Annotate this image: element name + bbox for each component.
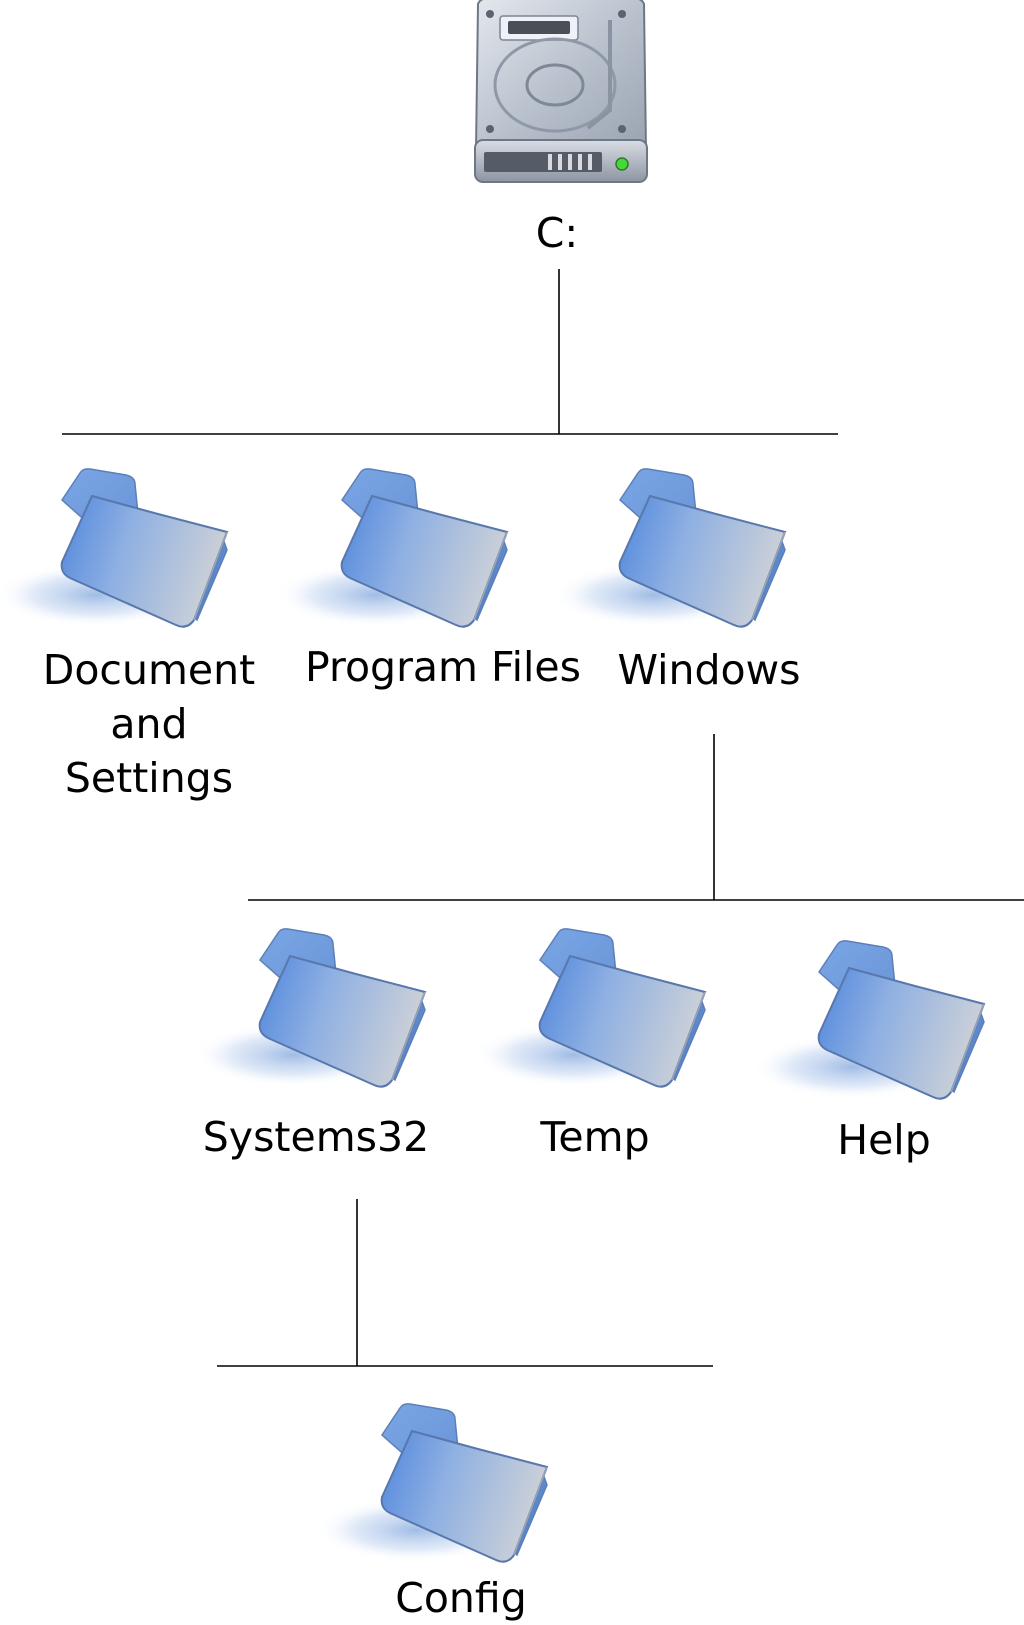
folder-icon-windows[interactable] (552, 467, 786, 628)
folder-icon-program-files[interactable] (274, 467, 508, 628)
tree-connectors (62, 269, 1024, 1367)
folder-icon-config[interactable] (314, 1402, 548, 1563)
folder-label-systems32: Systems32 (202, 1113, 430, 1161)
folder-label-program-files: Program Files (305, 643, 581, 691)
folder-label-temp: Temp (540, 1113, 650, 1161)
folder-label-windows: Windows (617, 646, 801, 694)
drive-label: C: (535, 209, 579, 257)
folder-label-help: Help (837, 1116, 931, 1164)
folder-icon-documents[interactable] (0, 467, 228, 628)
hard-drive-icon[interactable] (474, 0, 648, 183)
folder-label-config: Config (395, 1574, 527, 1622)
folder-icon-temp[interactable] (472, 927, 706, 1088)
folder-icon-help[interactable] (751, 939, 985, 1100)
folder-icon-systems32[interactable] (192, 927, 426, 1088)
folder-label-documents: Document and Settings (42, 646, 256, 802)
